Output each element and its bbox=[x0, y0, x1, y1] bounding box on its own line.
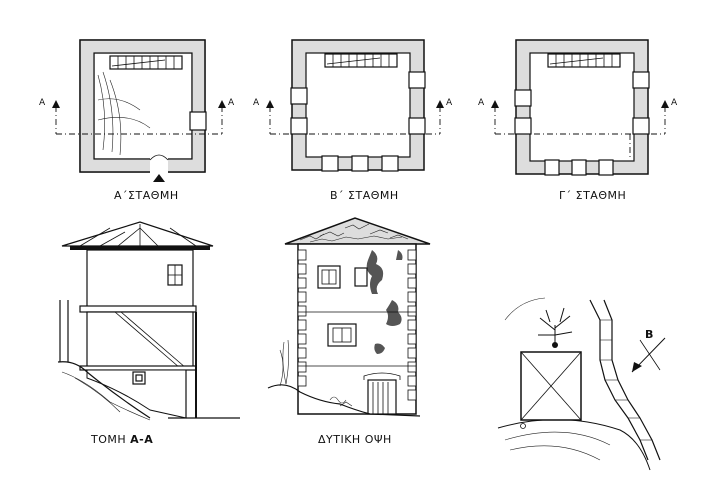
section-marker-right-b: Α bbox=[446, 98, 453, 108]
tree-icon bbox=[538, 307, 573, 345]
north-marker: Β bbox=[645, 328, 654, 341]
plan-second-label: Γ΄ ΣΤΑΘΜΗ bbox=[559, 189, 627, 202]
entrance-arrow-icon bbox=[153, 174, 165, 182]
elevation-door bbox=[367, 379, 397, 415]
section-arrow-icon bbox=[491, 100, 499, 108]
section-marker-left-a: Α bbox=[39, 98, 46, 108]
section-middle-floor bbox=[86, 311, 194, 369]
section-label: ΤΟΜΗ Α-Α bbox=[91, 433, 153, 446]
plan-first-floor bbox=[266, 39, 444, 172]
plan-ground-floor bbox=[52, 39, 226, 182]
section-arrow-icon bbox=[218, 100, 226, 108]
section-marker-left-b: Α bbox=[253, 98, 260, 108]
section-arrow-icon bbox=[52, 100, 60, 108]
plan-ground-inner-wall bbox=[93, 52, 193, 160]
section-arrow-icon bbox=[661, 100, 669, 108]
section-label-suffix: Α-Α bbox=[130, 433, 154, 446]
west-elevation-drawing bbox=[267, 217, 431, 417]
site-plan bbox=[497, 297, 666, 471]
section-arrow-icon bbox=[436, 100, 444, 108]
plan-ground-label: Α΄ΣΤΑΘΜΗ bbox=[114, 189, 179, 202]
elevation-roof bbox=[284, 217, 431, 245]
elevation-window-small bbox=[354, 267, 368, 287]
section-marker-left-c: Α bbox=[478, 98, 485, 108]
section-label-prefix: ΤΟΜΗ bbox=[91, 433, 127, 446]
plan-first-label: Β΄ ΣΤΑΘΜΗ bbox=[330, 189, 399, 202]
plan-second-floor bbox=[491, 39, 669, 176]
section-drawing bbox=[57, 221, 240, 421]
section-marker-right-a: Α bbox=[228, 98, 235, 108]
section-arrow-icon bbox=[266, 100, 274, 108]
section-marker-right-c: Α bbox=[671, 98, 678, 108]
elevation-label: ΔΥΤΙΚΗ ΟΨΗ bbox=[318, 433, 392, 446]
